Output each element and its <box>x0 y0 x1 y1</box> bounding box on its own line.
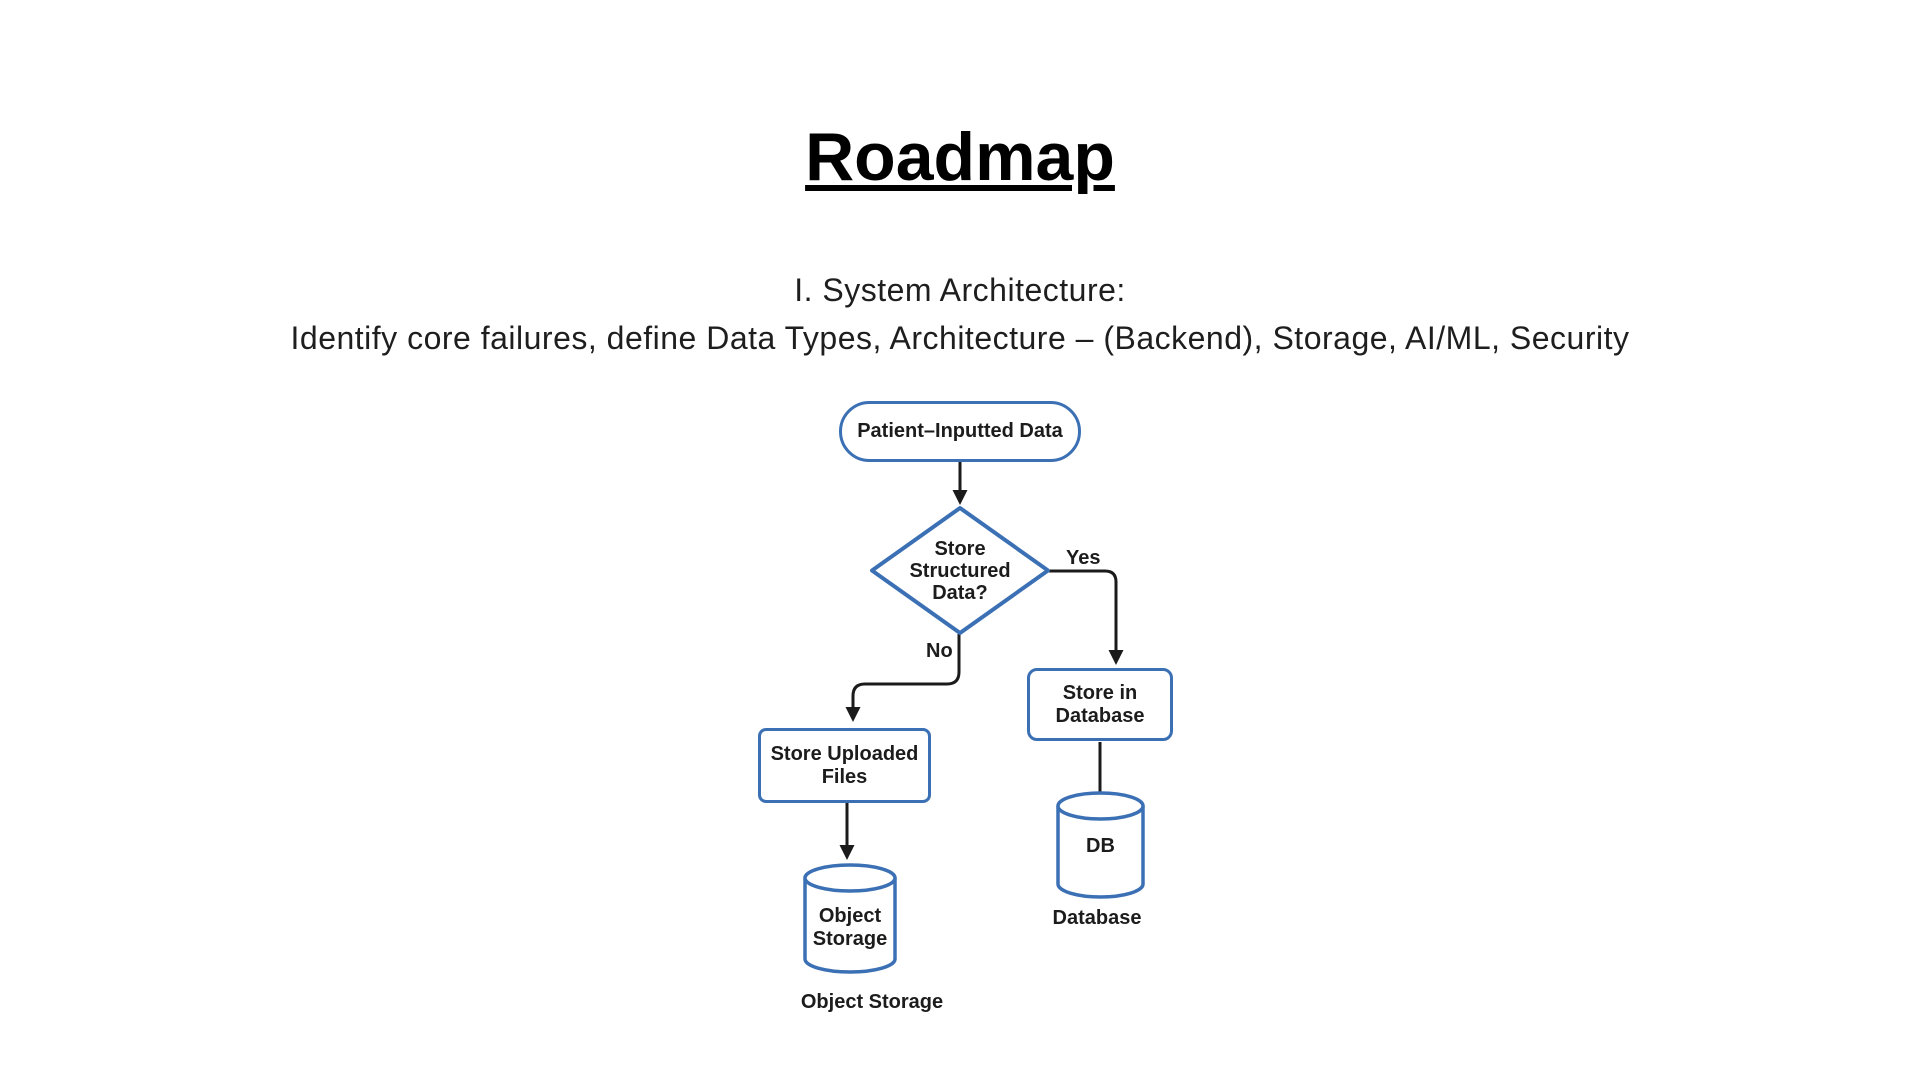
node-store-in-database: Store in Database <box>1027 668 1173 741</box>
arrowhead-storefiles-to-objectstorage <box>839 845 855 860</box>
edge-yes-decision-to-storedb <box>1049 569 1118 650</box>
edge-label-no: No <box>926 640 953 662</box>
subtitle-line-2: Identify core failures, define Data Type… <box>290 320 1630 356</box>
arrowhead-start-to-decision <box>952 490 968 505</box>
node-store-uploaded-files-label: Store Uploaded Files <box>770 742 919 788</box>
object-storage-cylinder-shape <box>803 863 897 974</box>
object-storage-cylinder-body <box>803 878 897 974</box>
node-decision-label: Store Structured Data? <box>909 538 1011 604</box>
object-storage-cylinder-top <box>803 863 897 893</box>
db-cylinder-label: DB <box>1086 834 1115 857</box>
edge-no-decision-to-storefiles <box>851 634 961 708</box>
decision-diamond-shape <box>870 506 1050 635</box>
db-cylinder-top <box>1056 791 1145 821</box>
node-store-in-database-label: Store in Database <box>1055 681 1145 727</box>
subtitle-line-1: I. System Architecture: <box>794 272 1126 308</box>
object-storage-cylinder-label: Object Storage <box>812 905 888 950</box>
subtitle: I. System Architecture: Identify core fa… <box>0 266 1920 362</box>
page-title: Roadmap <box>805 119 1115 195</box>
db-cylinder-body <box>1056 806 1145 899</box>
arrowhead-no <box>845 707 861 722</box>
node-patient-inputted-data-label: Patient–Inputted Data <box>857 420 1063 442</box>
database-caption: Database <box>1052 907 1142 929</box>
connectors <box>839 462 1124 860</box>
db-cylinder-shape <box>1056 791 1145 899</box>
node-patient-inputted-data: Patient–Inputted Data <box>839 401 1081 462</box>
node-store-uploaded-files: Store Uploaded Files <box>758 728 931 803</box>
edge-label-yes: Yes <box>1066 547 1101 569</box>
object-storage-caption: Object Storage <box>800 991 944 1013</box>
arrowhead-yes <box>1108 650 1124 665</box>
